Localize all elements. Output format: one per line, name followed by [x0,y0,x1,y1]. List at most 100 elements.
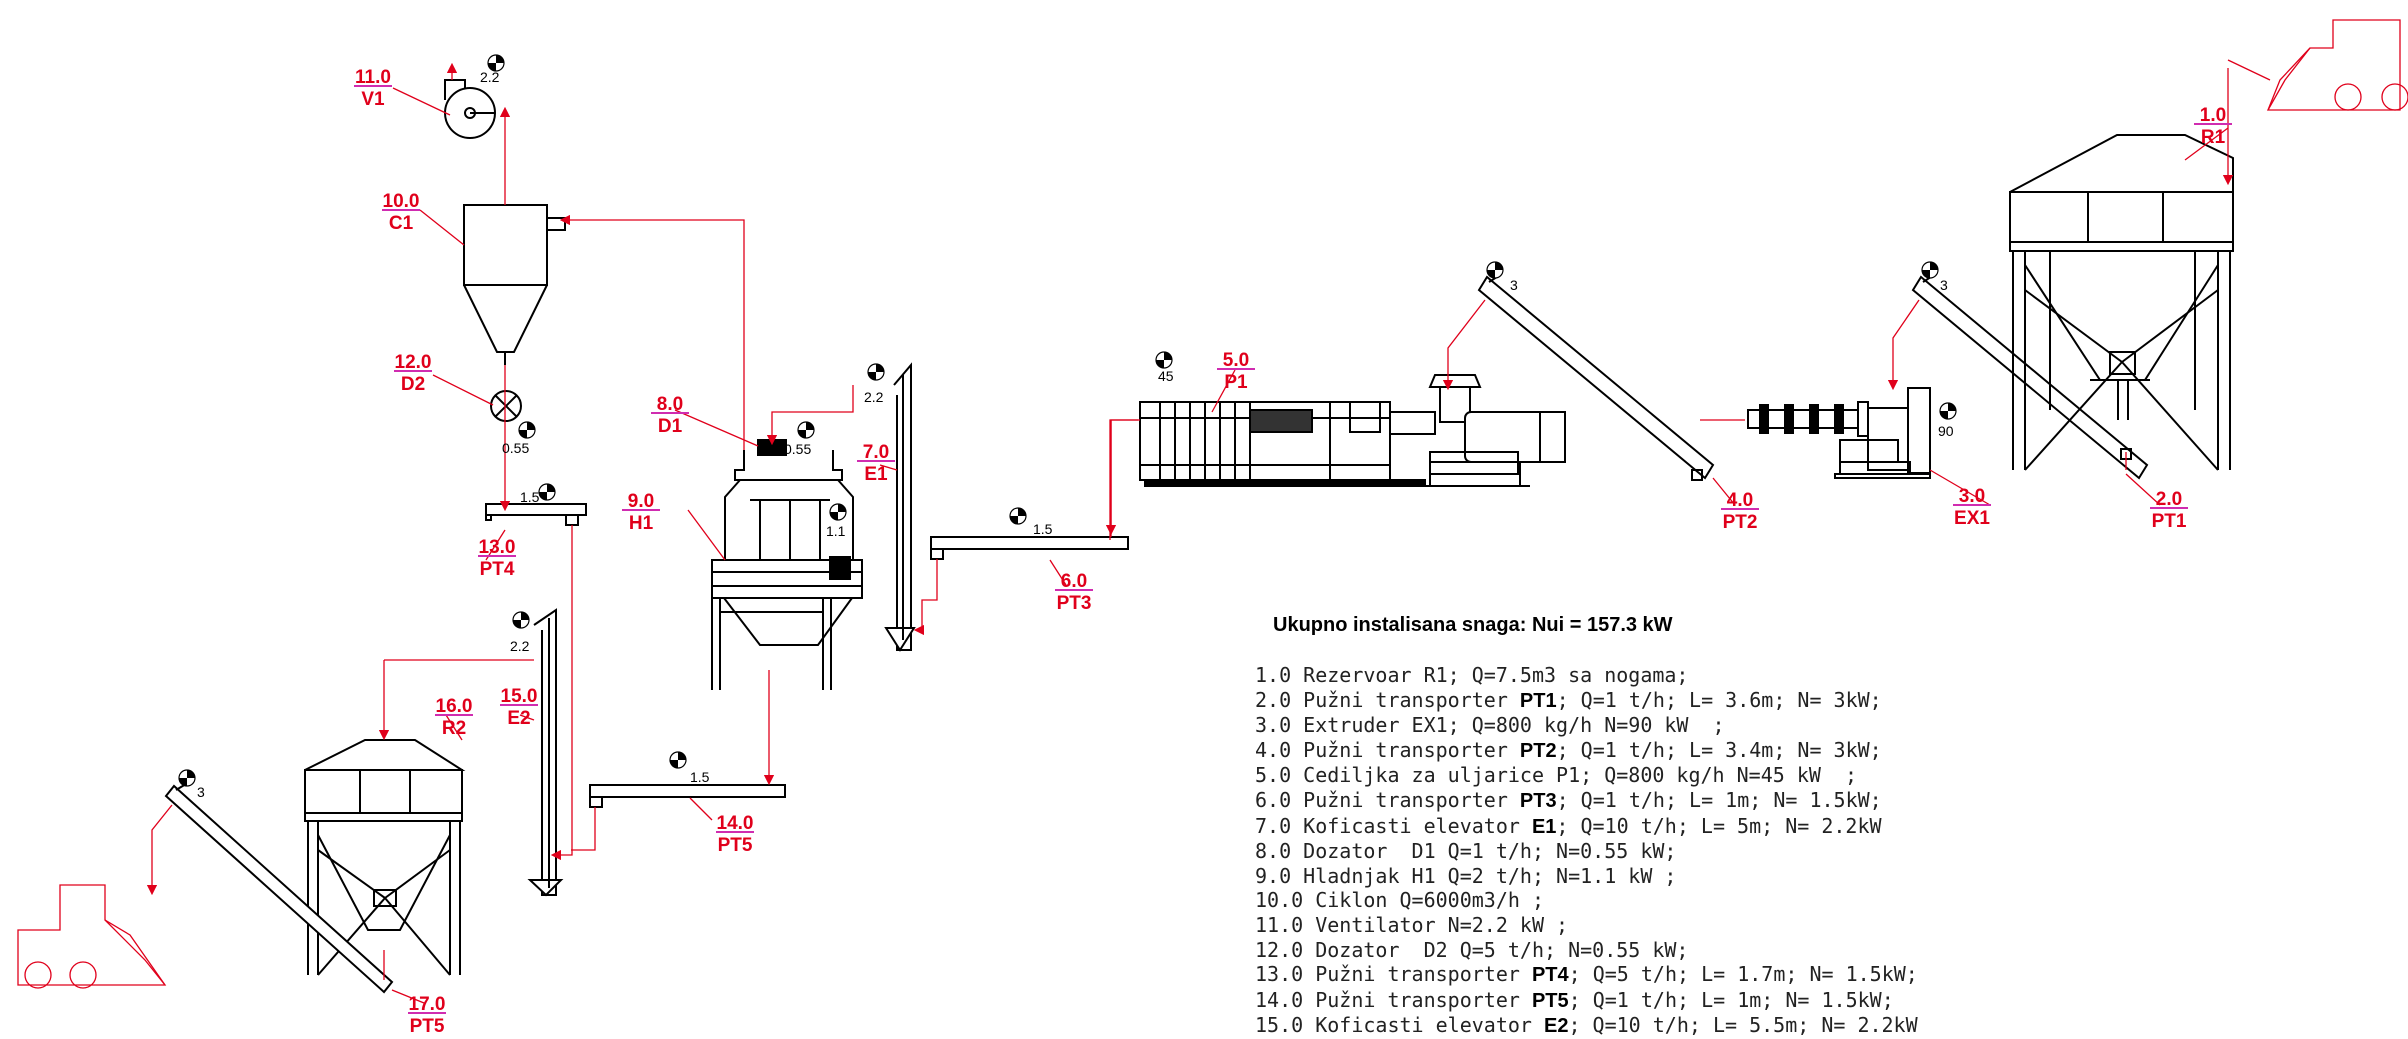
legend-text: 12.0 Dozator D2 Q=5 t/h; N=0.55 kW; [1255,937,1689,962]
legend-item: 9.0 Hladnjak H1 Q=2 t/h; N=1.1 kW ; [1255,864,1918,889]
unit-id: 8.0 [657,394,683,415]
unit-code: PT5 [718,835,753,856]
unit-id: 6.0 [1061,571,1087,592]
screw-conveyor-pt5-14 [589,784,786,808]
unit-id: 3.0 [1959,486,1985,507]
screw-conveyor-pt1 [1911,274,2149,480]
legend-item: 5.0 Cediljka za uljarice P1; Q=800 kg/h … [1255,763,1918,788]
motor-icon [1009,507,1027,525]
power-value: 2.2 [864,389,884,405]
legend-code: PT2 [1519,739,1557,762]
unit-code: V1 [361,89,385,110]
legend-text: 13.0 Pužni transporter [1255,962,1532,987]
legend-text: ; Q=5 t/h; L= 1.7m; N= 1.5kW; [1568,962,1918,987]
unit-code: PT3 [1057,593,1092,614]
silo-r2 [304,739,466,976]
legend-code: E2 [1543,1015,1569,1038]
oil-press-p1 [1139,374,1566,487]
legend-text: 11.0 Ventilator N=2.2 kW ; [1255,912,1569,937]
legend-text: ; Q=1 t/h; L= 3.4m; N= 3kW; [1556,737,1882,762]
legend-text: 7.0 Koficasti elevator [1255,813,1532,838]
legend-text: 4.0 Pužni transporter [1255,737,1520,762]
silo-r1 [2009,134,2234,471]
screw-conveyor-pt5-17 [164,783,394,994]
legend-text: 1.0 Rezervoar R1; Q=7.5m3 sa nogama; [1255,663,1689,687]
bucket-elevator-e1 [884,362,916,652]
unit-id: 15.0 [501,686,538,707]
unit-code: R2 [442,718,466,739]
legend-item: 13.0 Pužni transporter PT4; Q=5 t/h; L= … [1255,962,1918,988]
legend-text: 5.0 Cediljka za uljarice P1; Q=800 kg/h … [1255,763,1858,788]
equipment-legend: 1.0 Rezervoar R1; Q=7.5m3 sa nogama;2.0 … [1255,663,1918,1039]
unit-id: 5.0 [1223,350,1249,371]
legend-text: ; Q=1 t/h; L= 3.6m; N= 3kW; [1556,687,1882,712]
motor-icon [669,751,687,769]
legend-item: 7.0 Koficasti elevator E1; Q=10 t/h; L= … [1255,814,1918,840]
legend-item: 12.0 Dozator D2 Q=5 t/h; N=0.55 kW; [1255,938,1918,963]
unit-id: 16.0 [436,696,473,717]
legend-text: ; Q=10 t/h; L= 5m; N= 2.2kW [1556,813,1882,838]
motor-icon [178,769,196,787]
legend-text: 10.0 Ciklon Q=6000m3/h ; [1255,888,1544,913]
unit-id: 11.0 [355,67,391,88]
doser-d1 [757,439,787,456]
ventilator-v1 [444,79,496,139]
unit-id: 10.0 [383,191,420,212]
unit-code: R1 [2201,127,2226,148]
unit-code: PT5 [410,1016,445,1037]
unit-id: 13.0 [479,537,516,558]
power-value: 1.5 [690,769,710,785]
cyclone-c1 [463,204,566,365]
legend-text: 9.0 Hladnjak H1 Q=2 t/h; N=1.1 kW ; [1255,863,1677,888]
legend-item: 2.0 Pužni transporter PT1; Q=1 t/h; L= 3… [1255,688,1918,714]
power-value: 0.55 [784,441,811,457]
legend-text: ; Q=10 t/h; L= 5.5m; N= 2.2kW [1568,1013,1918,1038]
power-value: 0.55 [502,440,529,456]
power-value: 1.5 [520,489,540,505]
rotary-valve-d2 [490,390,522,422]
motor-icon [1155,351,1173,369]
motor-icon [1486,261,1504,279]
legend-item: 6.0 Pužni transporter PT3; Q=1 t/h; L= 1… [1255,788,1918,814]
power-value: 3 [1940,277,1948,293]
unit-code: D2 [401,374,425,395]
legend-text: 2.0 Pužni transporter [1255,687,1520,712]
legend-item: 11.0 Ventilator N=2.2 kW ; [1255,913,1918,938]
unit-code: P1 [1224,372,1248,393]
legend-text: 15.0 Koficasti elevator [1255,1013,1544,1038]
motor-icon [829,503,847,521]
unit-code: E2 [507,708,530,729]
legend-text: ; Q=1 t/h; L= 1m; N= 1.5kW; [1568,987,1894,1012]
installed-power-title: Ukupno instalisana snaga: Nui = 157.3 kW [1273,614,1673,636]
legend-item: 14.0 Pužni transporter PT5; Q=1 t/h; L= … [1255,988,1918,1014]
legend-code: PT5 [1531,989,1569,1012]
motor-icon [1939,402,1957,420]
legend-text: 6.0 Pužni transporter [1255,787,1520,812]
unit-code: EX1 [1954,508,1990,529]
unit-code: PT1 [2152,511,2187,532]
unit-id: 4.0 [1727,490,1753,511]
legend-item: 1.0 Rezervoar R1; Q=7.5m3 sa nogama; [1255,663,1918,688]
unit-code: H1 [629,513,654,534]
truck-icon [17,884,167,989]
motor-icon [797,421,815,439]
power-value: 3 [1510,277,1518,293]
power-value: 1.1 [826,523,846,539]
screw-conveyor-pt4 [485,503,587,526]
unit-code: C1 [389,213,414,234]
power-value: 1.5 [1033,521,1053,537]
unit-id: 1.0 [2200,105,2226,126]
unit-id: 7.0 [863,442,889,463]
legend-item: 10.0 Ciklon Q=6000m3/h ; [1255,888,1918,913]
power-value: 90 [1938,423,1954,439]
unit-id: 2.0 [2156,489,2182,510]
legend-text: ; Q=1 t/h; L= 1m; N= 1.5kW; [1556,787,1882,812]
power-value: 2.2 [480,69,500,85]
power-value: 3 [197,784,205,800]
legend-code: PT1 [1519,689,1557,712]
legend-item: 4.0 Pužni transporter PT2; Q=1 t/h; L= 3… [1255,738,1918,764]
motor-icon [538,483,556,501]
legend-text: 3.0 Extruder EX1; Q=800 kg/h N=90 kW ; [1255,713,1725,738]
legend-item: 8.0 Dozator D1 Q=1 t/h; N=0.55 kW; [1255,839,1918,864]
